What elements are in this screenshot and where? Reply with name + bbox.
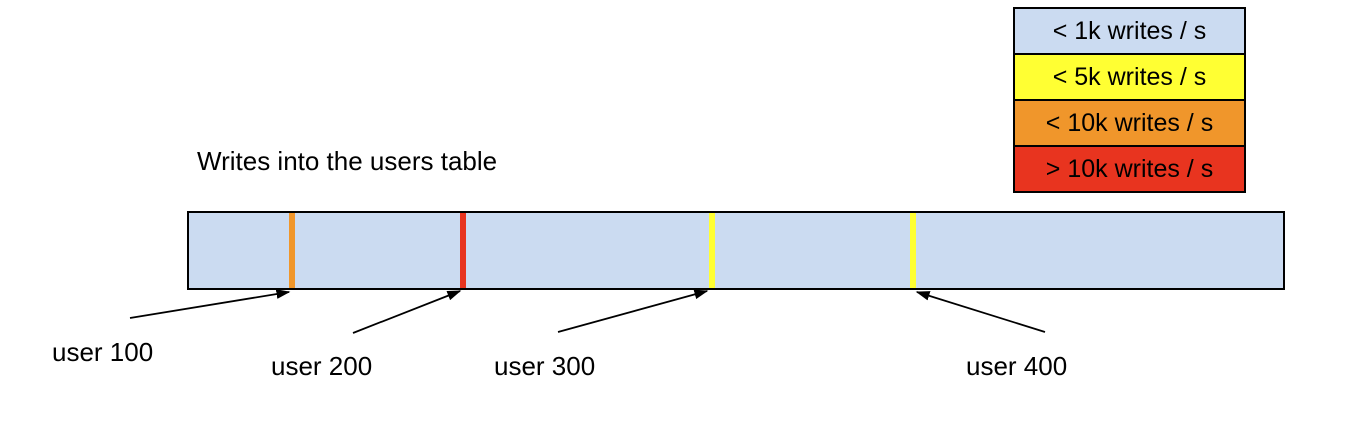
legend-item-gt-10k-label: > 10k writes / s <box>1045 154 1214 183</box>
hotspot-stripe-user-300 <box>709 213 715 288</box>
hotspot-stripe-user-100 <box>289 213 295 288</box>
arrow-user-100 <box>129 289 291 319</box>
legend-item-lt-10k: < 10k writes / s <box>1015 99 1244 145</box>
users-table-keyspace-bar <box>187 211 1285 290</box>
label-user-200: user 200 <box>271 351 373 381</box>
label-user-100: user 100 <box>52 337 154 367</box>
label-user-300: user 300 <box>494 351 596 381</box>
label-user-400: user 400 <box>966 351 1068 381</box>
legend-item-gt-10k: > 10k writes / s <box>1015 145 1244 191</box>
legend-item-lt-1k: < 1k writes / s <box>1015 9 1244 53</box>
arrow-user-400 <box>915 291 1046 333</box>
diagram-title: Writes into the users table <box>197 146 498 176</box>
legend-item-lt-10k-label: < 10k writes / s <box>1045 108 1214 137</box>
legend-item-lt-5k: < 5k writes / s <box>1015 53 1244 99</box>
arrow-user-300 <box>557 289 709 333</box>
hotspot-stripe-user-200 <box>460 213 466 288</box>
hotspot-stripe-user-400 <box>910 213 916 288</box>
legend-item-lt-1k-label: < 1k writes / s <box>1052 16 1207 45</box>
legend-item-lt-5k-label: < 5k writes / s <box>1052 62 1207 91</box>
legend: < 1k writes / s < 5k writes / s < 10k wr… <box>1013 7 1246 193</box>
arrow-user-200 <box>352 290 462 334</box>
